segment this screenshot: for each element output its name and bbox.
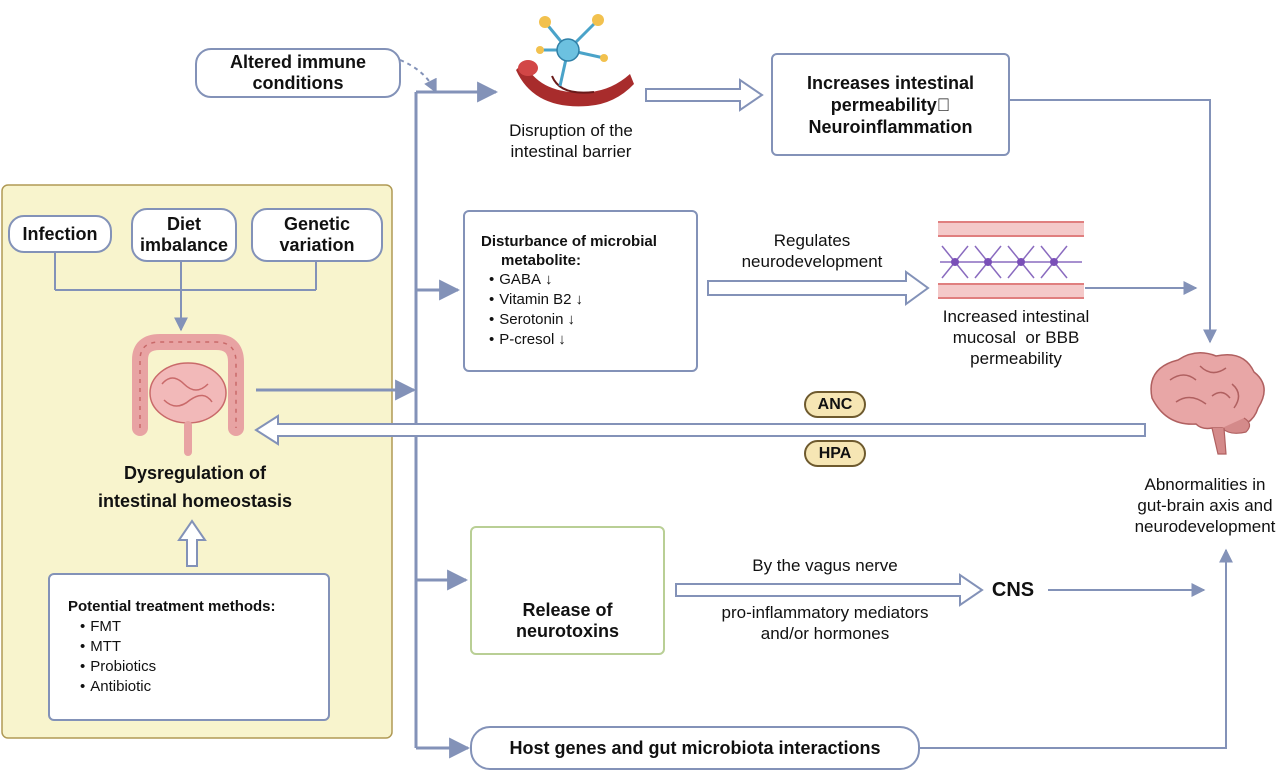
anc-label: ANC [817,395,853,413]
treatment-box: Potential treatment methods: FMT MTT Pro… [48,573,330,721]
altered-immune-box: Altered immune conditions [195,48,401,98]
genetic-variation-box: Genetic variation [251,208,383,262]
metabolite-title-line2: metabolite: [501,252,582,269]
mucosal-line1: Increased intestinal [942,307,1090,326]
main-trunk [256,81,499,759]
metabolite-item: Serotonin↓ [489,310,696,330]
barrier-neuron-icon [516,14,634,107]
mucosal-line3: permeability [970,349,1062,368]
down-arrow-icon: ↓ [558,331,566,348]
permeability-box: Increases intestinal permeability  Neuro… [771,53,1010,156]
metabolite-box: Disturbance of microbial metabolite: GAB… [463,210,698,372]
metabolite-item-label: GABA [499,271,541,288]
treatment-item: Antibiotic [80,677,328,697]
neurotoxins-box: Release of neurotoxins [470,526,665,655]
membrane-neuron-icon [938,221,1084,299]
cause-connectors [54,252,317,332]
treatment-up-arrow [177,519,207,567]
down-arrow-icon: ↓ [567,311,575,328]
infection-label: Infection [22,223,98,244]
regulates-line1: Regulates [773,231,851,250]
hpa-label: HPA [818,444,852,462]
metabolite-item-label: Serotonin [499,311,564,328]
metabolite-item: GABA↓ [489,270,696,290]
permeability-line2: permeability  [830,94,951,115]
vagus-text: By the vagus nerve [752,556,898,575]
metabolite-item: P-cresol↓ [489,330,696,350]
neurotoxins-line2: neurotoxins [515,621,619,641]
cns-text: CNS [991,579,1035,601]
abnormalities-line2: gut-brain axis and [1137,496,1273,515]
genetic-variation-label: Genetic variation [279,214,355,255]
barrier-label-text: Disruption of the intestinal barrier [509,121,633,161]
regulates-label: Regulates neurodevelopment [722,230,902,272]
permeability-line3: Neuroinflammation [808,116,973,137]
right-connectors [920,99,1233,749]
treatment-title: Potential treatment methods: [68,598,276,615]
anc-badge: ANC [804,391,866,418]
treatment-item: MTT [80,637,328,657]
dysregulation-line2: intestinal homeostasis [97,491,293,511]
metabolite-item-label: P-cresol [499,331,555,348]
dysregulation-line1: Dysregulation of [123,463,266,483]
mediators-line2: and/or hormones [760,624,890,643]
altered-immune-label: Altered immune conditions [229,52,367,93]
regulates-arrow [707,270,930,306]
host-genes-box: Host genes and gut microbiota interactio… [470,726,920,770]
immune-dashed-connector [399,59,437,94]
brain-icon [1150,352,1265,455]
barrier-label: Disruption of the intestinal barrier [486,120,656,162]
infection-box: Infection [8,215,112,253]
permeability-line1: Increases intestinal [806,72,975,93]
mucosal-line2: mucosal or BBB [952,328,1080,347]
regulates-line2: neurodevelopment [741,252,883,271]
treatment-item: FMT [80,617,328,637]
down-arrow-icon: ↓ [544,271,553,288]
intestine-icon [132,334,244,456]
neurotoxins-line1: Release of [522,600,613,620]
barrier-to-permeability-arrow [645,78,764,112]
metabolite-list: GABA↓ Vitamin B2↓ Serotonin↓ P-cresol↓ [481,270,696,350]
mucosal-label: Increased intestinal mucosal or BBB perm… [918,306,1114,369]
dysregulation-label: Dysregulation of intestinal homeostasis [80,459,310,515]
diet-imbalance-box: Diet imbalance [131,208,237,262]
neurotoxin-to-cns-arrow [675,573,984,607]
hpa-badge: HPA [804,440,866,467]
diet-imbalance-label: Diet imbalance [139,214,229,255]
down-arrow-icon: ↓ [575,291,584,308]
metabolite-item-label: Vitamin B2 [499,291,572,308]
metabolite-item: Vitamin B2↓ [489,290,696,310]
metabolite-title-line1: Disturbance of microbial [481,233,657,250]
brain-to-gut-arrow [254,414,1146,446]
cns-label: CNS [984,580,1042,601]
mediators-line1: pro-inflammatory mediators [721,603,929,622]
hollow-arrows [177,78,1146,607]
abnormalities-label: Abnormalities in gut-brain axis and neur… [1126,474,1284,537]
host-genes-label: Host genes and gut microbiota interactio… [509,737,881,758]
treatment-item: Probiotics [80,657,328,677]
abnormalities-line3: neurodevelopment [1134,517,1276,536]
abnormalities-line1: Abnormalities in [1144,475,1266,494]
mediators-label: pro-inflammatory mediators and/or hormon… [690,602,960,644]
neurotoxins-label: Release of neurotoxins [472,600,663,642]
treatment-list: FMT MTT Probiotics Antibiotic [68,617,328,697]
vagus-label: By the vagus nerve [700,555,950,576]
